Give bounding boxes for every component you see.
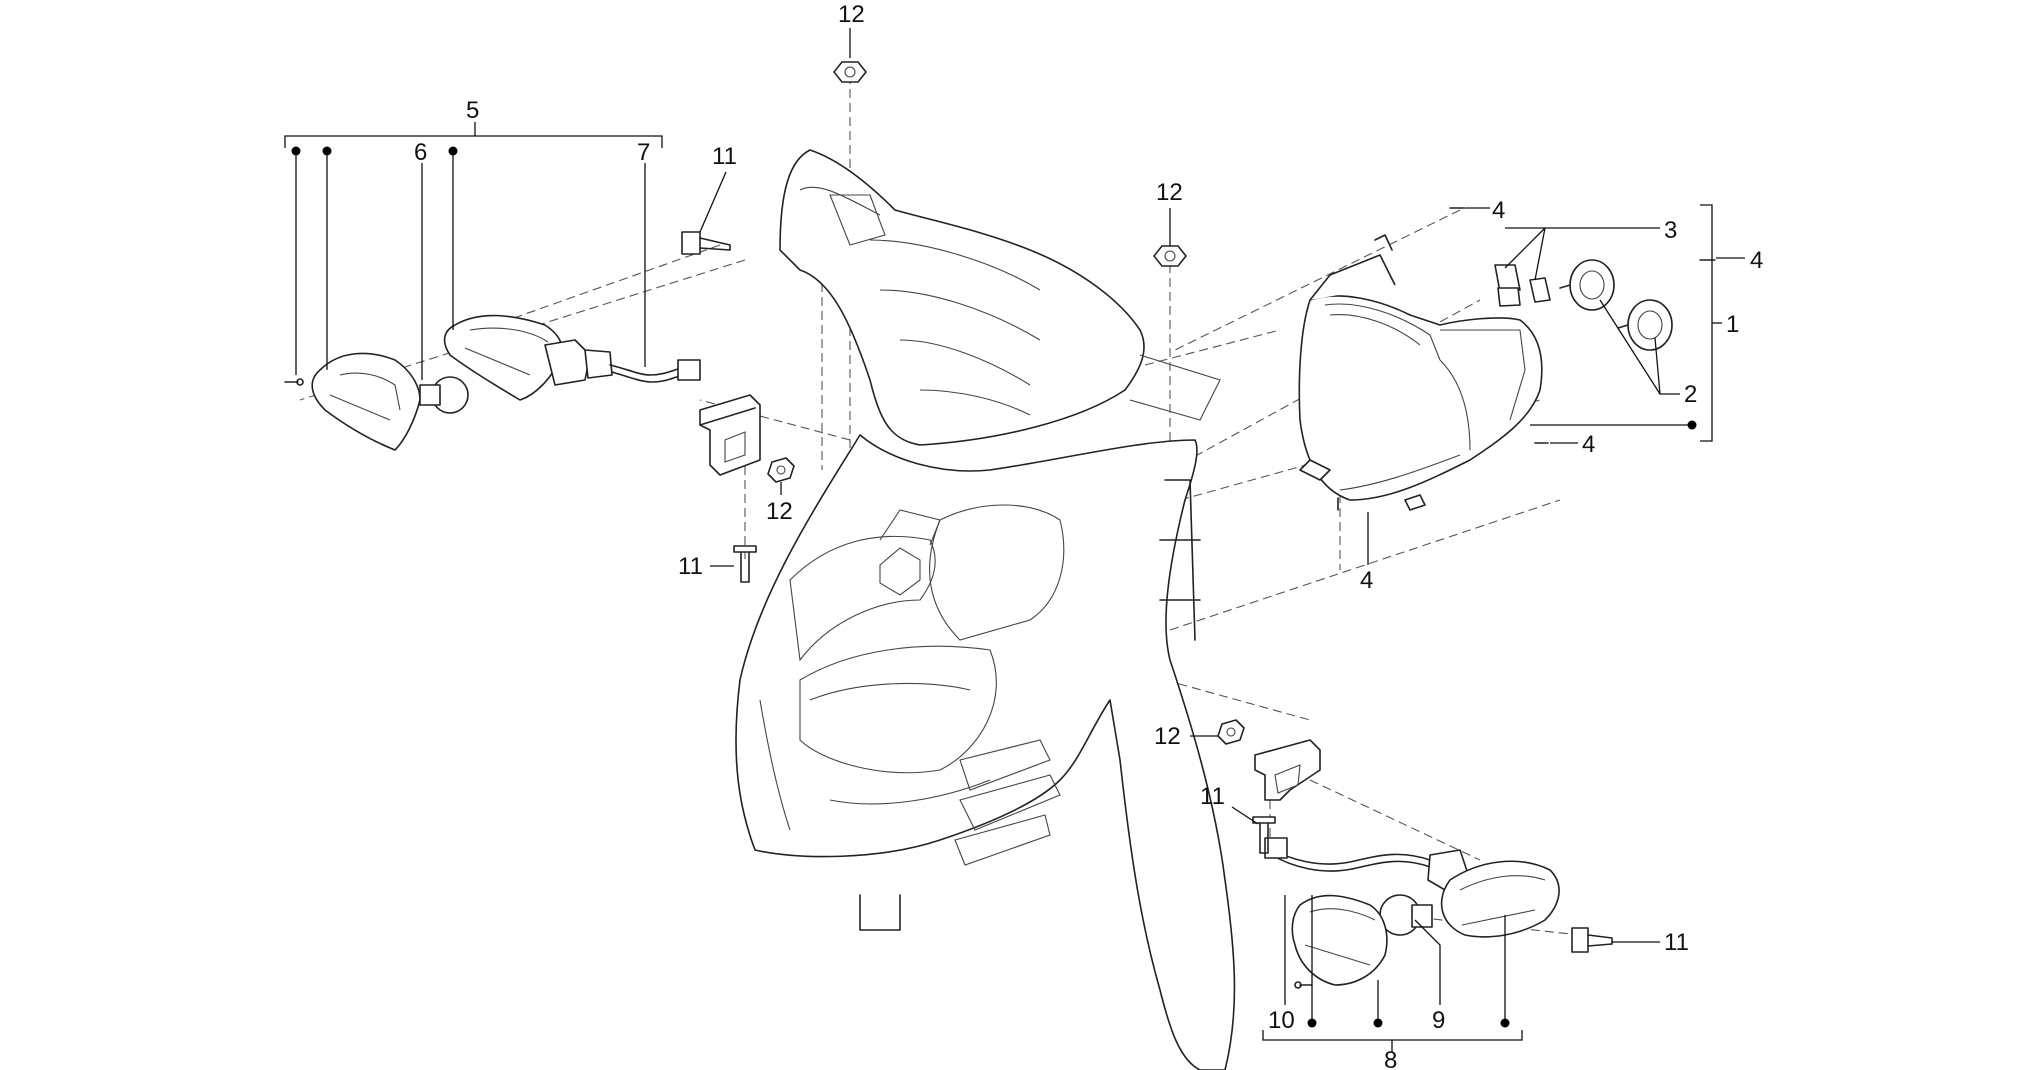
callout-7: 7 xyxy=(637,139,650,166)
callout-10: 10 xyxy=(1268,1007,1295,1034)
hardware xyxy=(681,61,1613,953)
callout-4-b: 4 xyxy=(1750,247,1763,274)
left-turn-indicator xyxy=(284,314,701,451)
callout-9: 9 xyxy=(1432,1007,1445,1034)
callout-2: 2 xyxy=(1684,381,1697,408)
callout-12-top: 12 xyxy=(838,1,865,28)
callout-11-a: 11 xyxy=(712,143,737,170)
callout-5: 5 xyxy=(466,97,479,124)
callout-4-a: 4 xyxy=(1492,197,1505,224)
leader-lines xyxy=(284,28,1745,1052)
right-bracket xyxy=(1254,739,1321,801)
headlight-assembly xyxy=(1298,207,1716,511)
callout-11-b: 11 xyxy=(678,553,703,580)
callout-12-low: 12 xyxy=(1154,723,1181,750)
callout-8: 8 xyxy=(1384,1047,1397,1070)
right-turn-indicator xyxy=(1264,837,1560,989)
callout-12-left: 12 xyxy=(766,498,793,525)
callout-4-d: 4 xyxy=(1360,567,1373,594)
callout-11-c: 11 xyxy=(1200,783,1225,810)
callout-1: 1 xyxy=(1726,311,1739,338)
left-bracket xyxy=(699,394,761,476)
callout-4-c: 4 xyxy=(1582,431,1595,458)
callout-11-d: 11 xyxy=(1664,929,1689,956)
callout-12-mid: 12 xyxy=(1156,179,1183,206)
callout-6: 6 xyxy=(414,139,427,166)
callout-labels: 12 5 6 7 11 12 4 3 4 1 2 4 4 12 11 12 11… xyxy=(414,1,1763,1070)
front-shield xyxy=(735,149,1236,1070)
callout-3: 3 xyxy=(1664,217,1677,244)
